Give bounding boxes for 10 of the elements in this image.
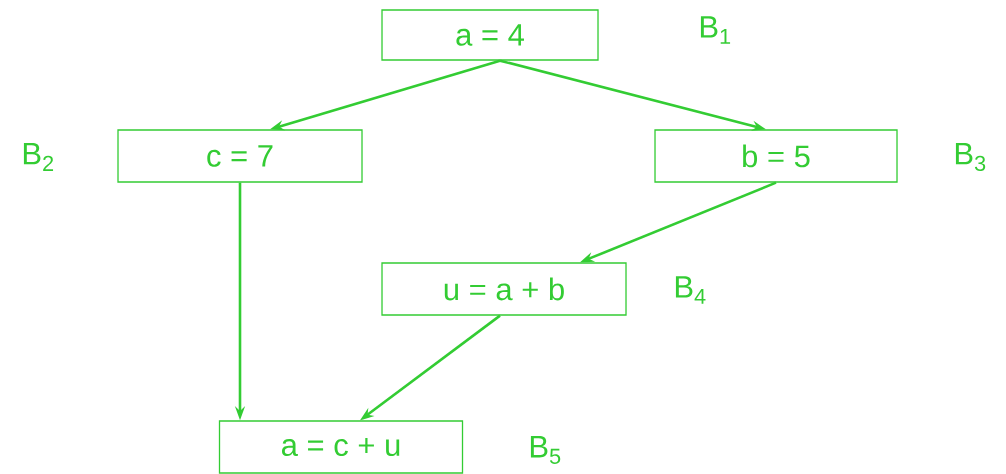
block-label: B$_{3}$	[955, 142, 986, 172]
process-box: c = 7	[117, 129, 363, 183]
block-label: B$_{4}$	[675, 276, 706, 304]
block-label: B$_{2}$	[23, 143, 54, 171]
block-label: B$_{1}$	[700, 16, 731, 44]
process-box: a = c + u	[218, 420, 464, 474]
block-label: B$_{5}$	[530, 436, 561, 464]
process-box: a = 4	[381, 9, 599, 61]
process-box: u = a + b	[381, 262, 627, 316]
process-box: b = 5	[654, 129, 898, 183]
